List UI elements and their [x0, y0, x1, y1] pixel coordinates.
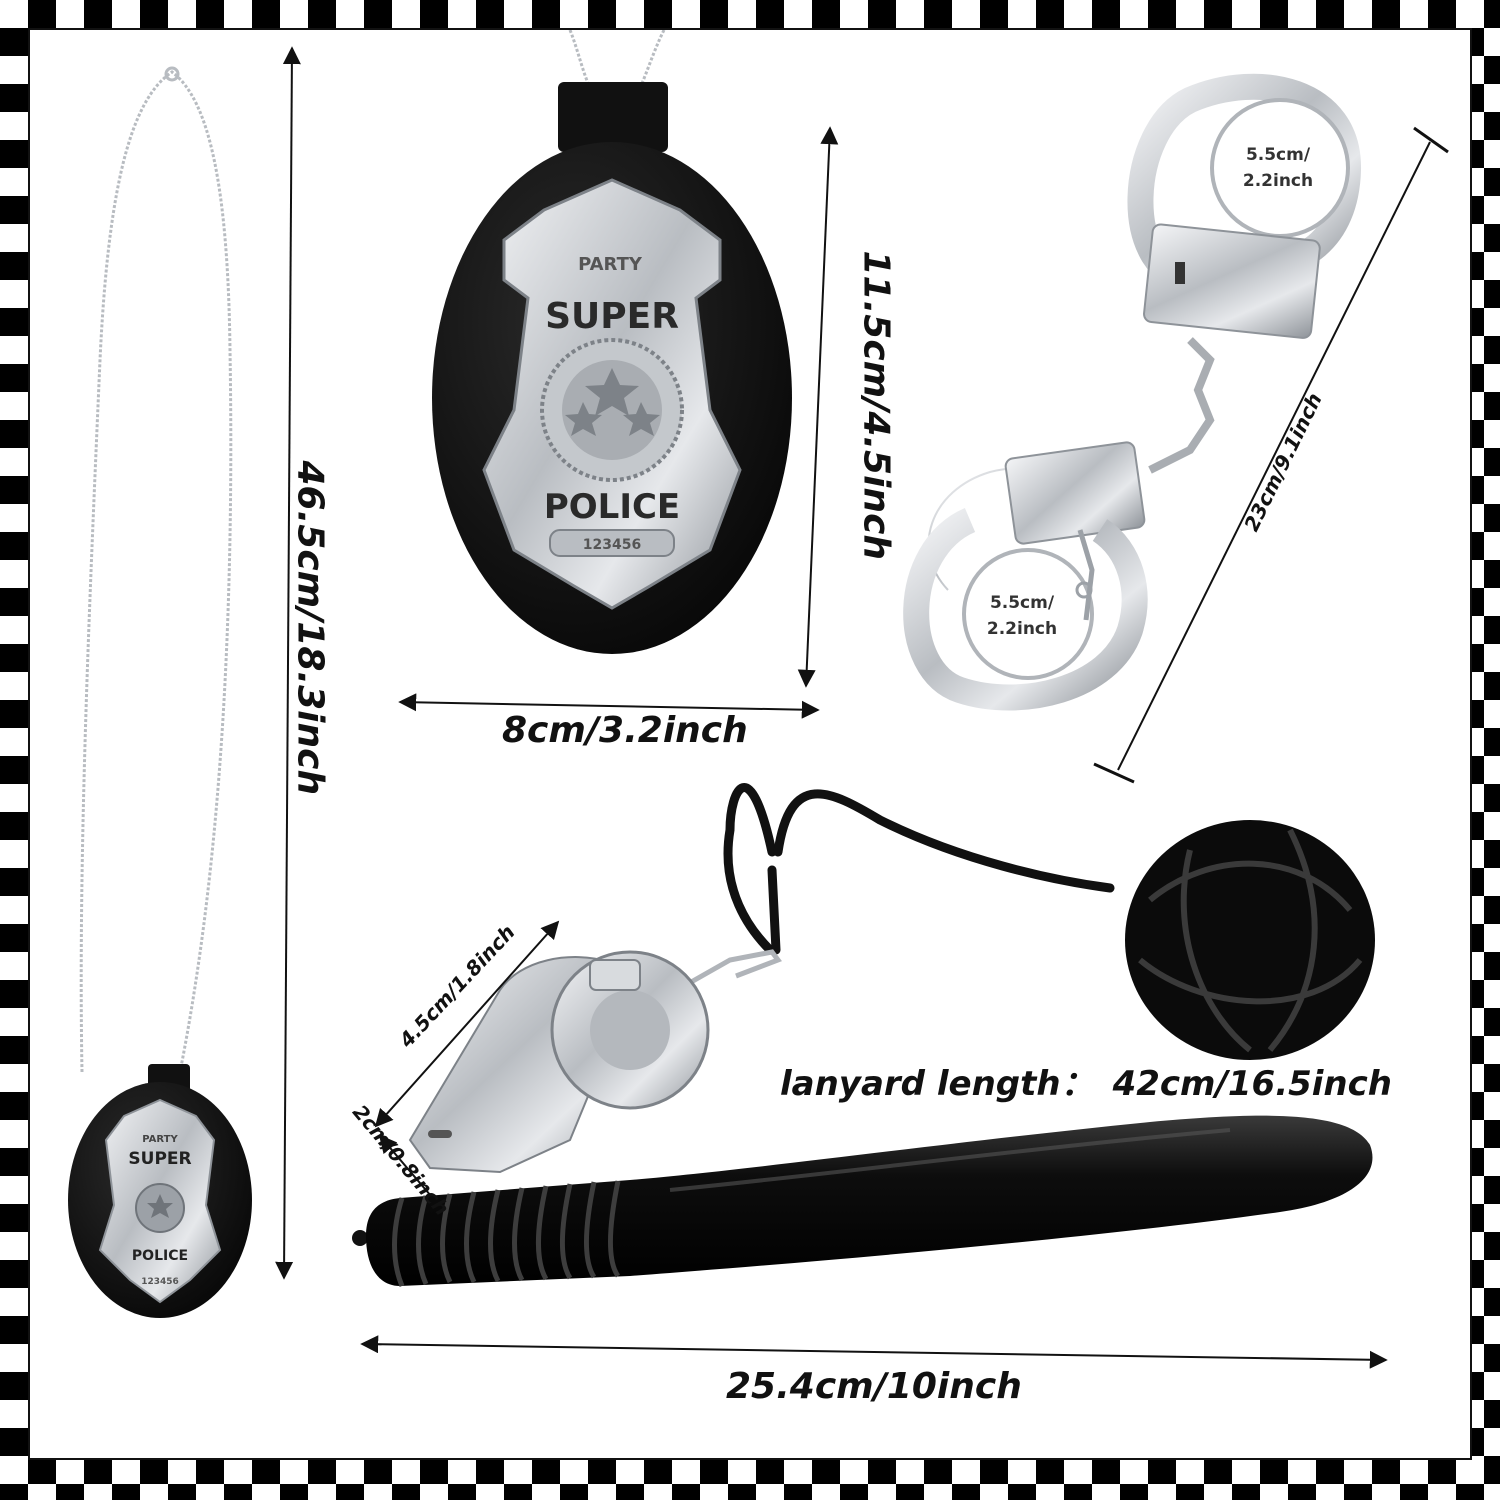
product-panel: PARTY SUPER POLICE 123456 PARTY SUPER PO… [28, 28, 1472, 1460]
lanyard [723, 783, 1115, 955]
holder-badge-number-text: 123456 [583, 537, 641, 553]
holder-height-label: 11.5cm/4.5inch [855, 250, 897, 561]
holder-badge-top-text: PARTY [578, 254, 643, 275]
cuffs-dimension-line [1117, 141, 1431, 771]
necklace-badge-top-text: PARTY [142, 1134, 178, 1145]
holder-width-dimension-line [398, 693, 820, 719]
baton-length-label: 25.4cm/10inch [726, 1366, 1022, 1407]
cuff-top-size-line2: 2.2inch [1243, 171, 1313, 191]
product-illustration: PARTY SUPER POLICE 123456 PARTY SUPER PO… [68, 30, 1449, 1369]
necklace-badge-super-text: SUPER [128, 1149, 191, 1169]
holder-height-dimension-line [797, 126, 839, 688]
badge-holder [432, 30, 792, 654]
baton-dimension-line [360, 1335, 1388, 1369]
holder-width-label: 8cm/3.2inch [502, 710, 748, 751]
cuff-top-size-line1: 5.5cm/ [1246, 145, 1311, 165]
necklace-ring [164, 66, 180, 82]
necklace-chain [79, 70, 233, 1073]
lanyard-knot [1125, 820, 1375, 1060]
cuffs-dimension-cap-top [1413, 126, 1449, 154]
necklace-badge-number-text: 123456 [141, 1277, 179, 1287]
necklace-badge-police-text: POLICE [132, 1248, 188, 1264]
lanyard-length-title: lanyard length： [780, 1064, 1095, 1104]
baton [352, 1115, 1373, 1287]
holder-badge-super-text: SUPER [545, 296, 679, 337]
lanyard-length-label: lanyard length： 42cm/16.5inch [780, 1056, 1392, 1105]
cuff-bottom-size-line2: 2.2inch [987, 619, 1057, 639]
necklace-length-label: 46.5cm/18.3inch [289, 460, 331, 796]
whistle-length-dimension-line [374, 920, 560, 1128]
necklace-badge [68, 1064, 252, 1318]
holder-badge-police-text: POLICE [544, 487, 680, 527]
cuff-bottom-size-line1: 5.5cm/ [990, 593, 1055, 613]
handcuffs [903, 73, 1362, 711]
necklace-dimension-line [275, 46, 301, 1280]
lanyard-length-value: 42cm/16.5inch [1112, 1064, 1392, 1104]
cuffs-dimension-cap-bottom [1093, 762, 1135, 784]
